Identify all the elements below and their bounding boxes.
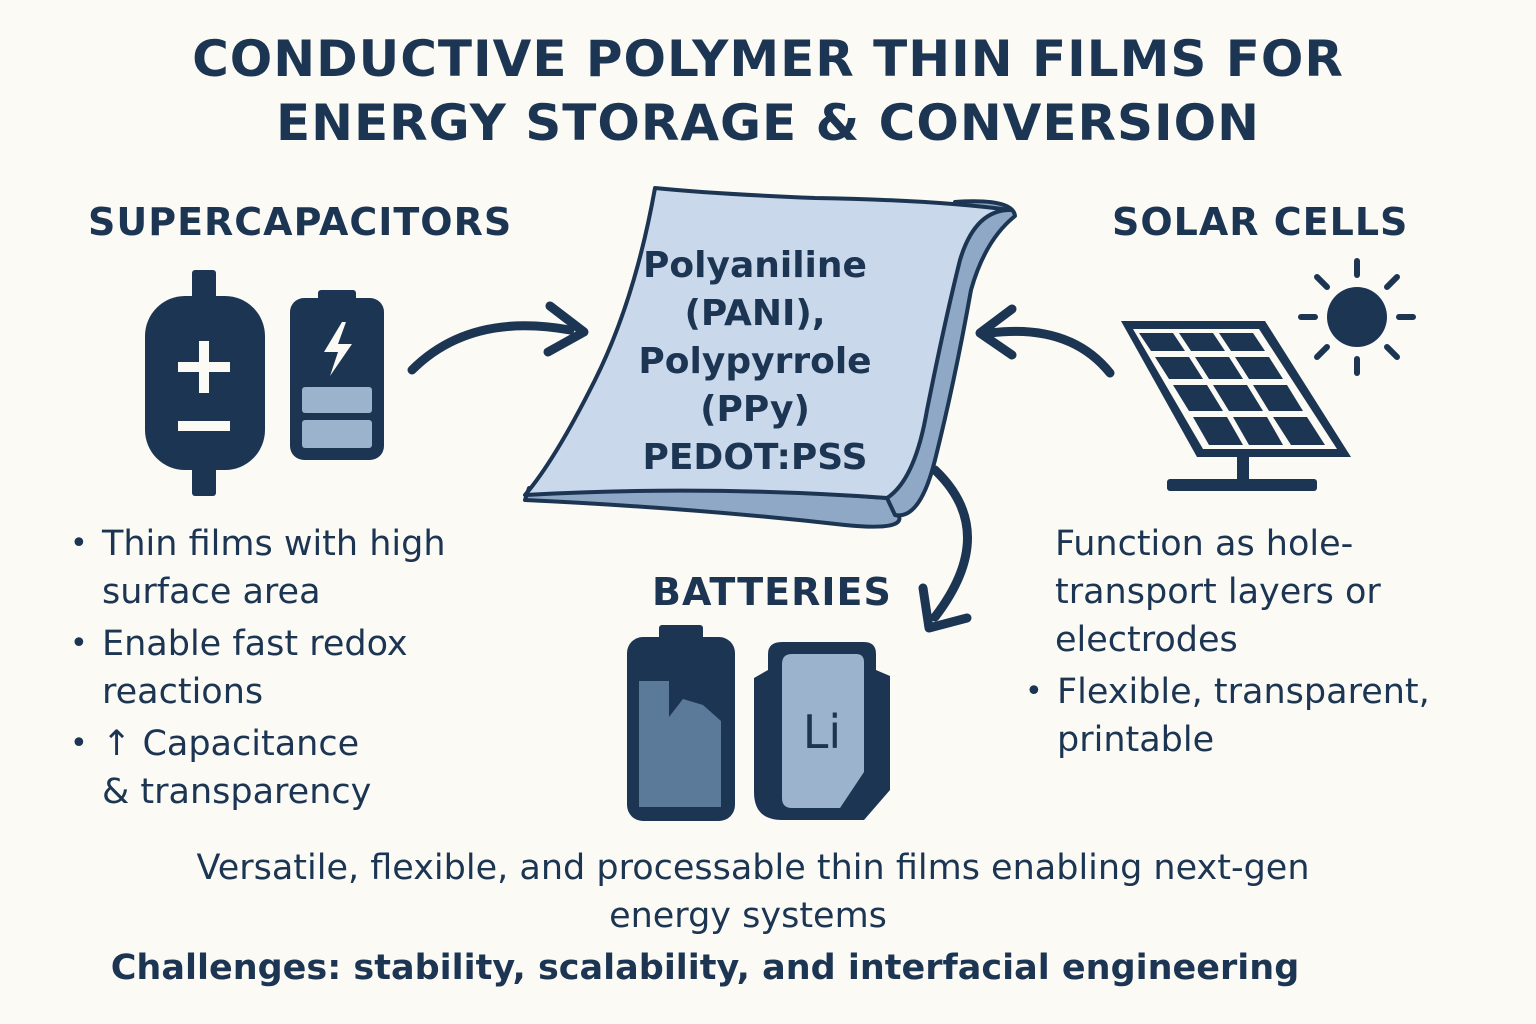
bullet-dot-icon: • [1025,674,1043,709]
bullet-line: Thin films with high [102,524,446,564]
footer-challenges: Challenges: stability, scalability, and … [110,948,1300,988]
bullet-line: printable [1057,720,1215,760]
bullet-dot-icon: • [70,726,88,761]
film-material-3: PEDOT:PSS [642,437,868,478]
battery-icon [627,625,735,821]
arrow-film-to-batteries [918,465,972,633]
solar-cells-bullet-list: • Flexible, transparent, printable [1025,668,1430,768]
film-material-1: Polyaniline [643,245,867,286]
supercapacitors-bullet-1: • Thin films with high surface area [70,520,446,616]
bullet-dot-icon: • [70,526,88,561]
footer-summary-line-1: Versatile, flexible, and processable thi… [196,848,1310,888]
bullet-line: & transparency [102,772,372,812]
bullet-line: reactions [102,672,264,712]
arrow-to-film-left [407,301,589,375]
battery-charging-icon [290,290,384,460]
solar-cells-description: Function as hole- transport layers or el… [1055,520,1381,664]
solar-cells-heading: SOLAR CELLS [1112,200,1409,244]
capacitor-icon [145,270,265,496]
solar-description-line: electrodes [1055,620,1238,660]
footer-summary-line-2: energy systems [609,896,887,936]
solar-cells-bullet-1: • Flexible, transparent, printable [1025,668,1430,764]
bullet-line: Enable fast redox [102,624,408,664]
film-material-2-abbrev: (PPy) [700,389,810,430]
solar-description-line: Function as hole- [1055,524,1354,564]
lithium-battery-icon: Li [754,642,890,820]
bullet-line: ↑ Capacitance [102,724,360,764]
arrow-to-film-right [975,304,1115,378]
supercapacitors-heading: SUPERCAPACITORS [88,200,513,244]
film-material-1-abbrev: (PANI), [684,293,826,334]
bullet-dot-icon: • [70,626,88,661]
solar-description-line: transport layers or [1055,572,1381,612]
supercapacitors-bullet-2: • Enable fast redox reactions [70,620,446,716]
bullet-line: Flexible, transparent, [1057,672,1430,712]
film-material-2: Polypyrrole [638,341,872,382]
supercapacitors-bullet-3: • ↑ Capacitance & transparency [70,720,446,816]
page-title-line-2: ENERGY STORAGE & CONVERSION [275,94,1260,152]
sun-icon [1298,258,1416,376]
supercapacitors-bullet-list: • Thin films with high surface area • En… [70,520,446,820]
page-title-line-1: CONDUCTIVE POLYMER THIN FILMS FOR [192,30,1344,88]
polymer-film-sheet [523,186,1017,529]
li-label: Li [803,705,841,759]
batteries-heading: BATTERIES [652,570,892,614]
solar-panel-icon [1121,321,1351,491]
bullet-line: surface area [102,572,321,612]
